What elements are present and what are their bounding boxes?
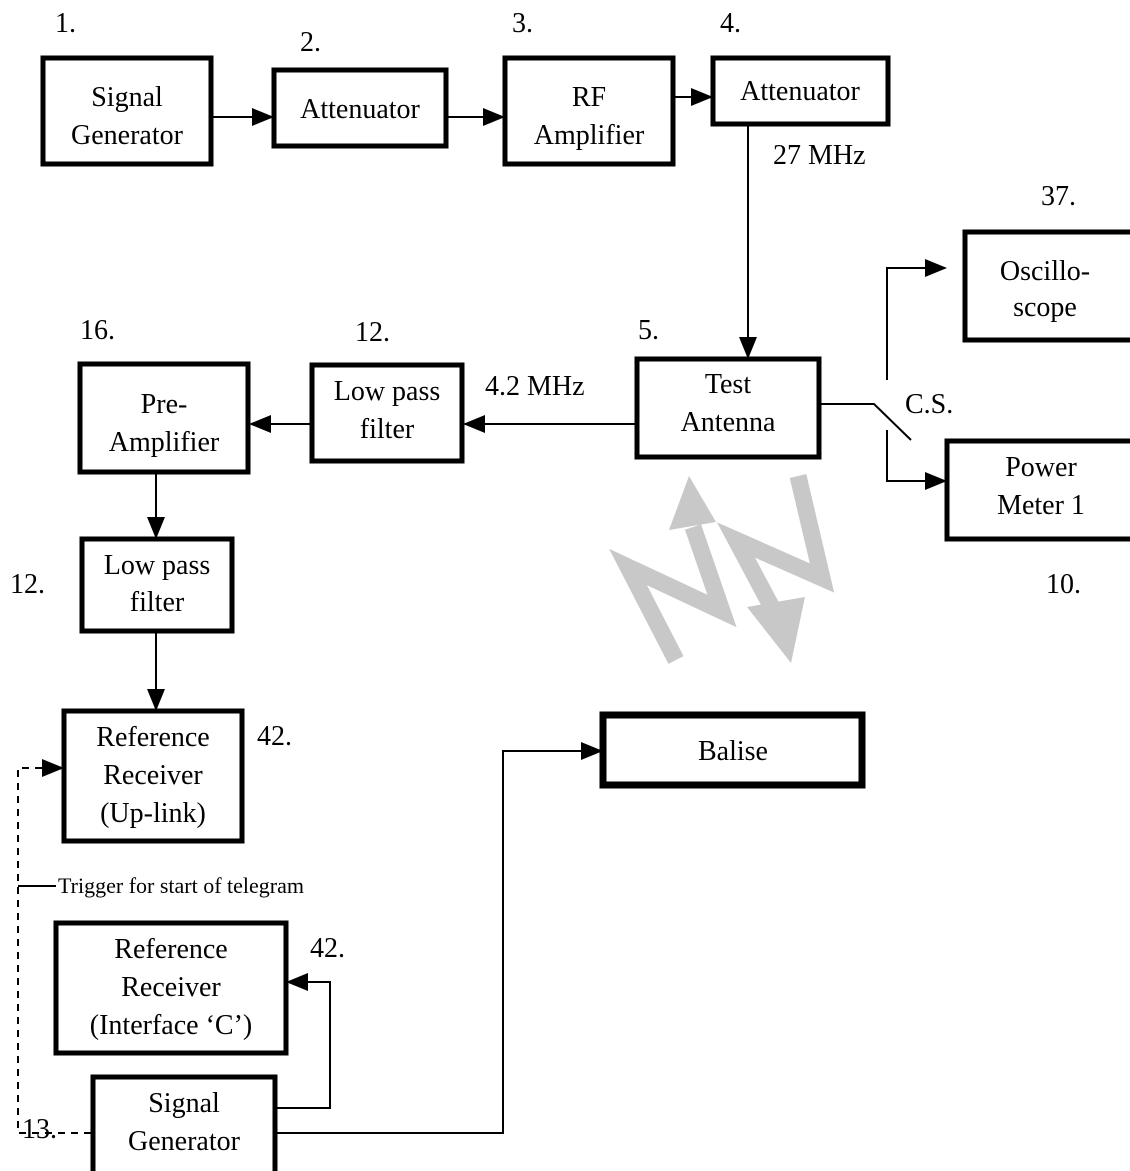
- block-number: 42.: [310, 933, 345, 964]
- block-label-line: Pre-: [141, 389, 188, 420]
- block-label-line: Attenuator: [300, 94, 420, 125]
- block-label-line: Meter 1: [997, 490, 1085, 521]
- block-label-line: Amplifier: [534, 120, 645, 151]
- block-number: 2.: [300, 27, 321, 58]
- block-label-line: Attenuator: [740, 76, 860, 107]
- block-signal-generator-top: Signal Generator 1.: [40, 8, 214, 167]
- block-signal-generator-bottom: Signal Generator 13.: [22, 1074, 278, 1171]
- block-label-line: (Up-link): [100, 798, 206, 829]
- block-label-line: Generator: [128, 1126, 241, 1157]
- block-label-line: Amplifier: [109, 427, 220, 458]
- arrow-siggen-to-balise: [277, 742, 603, 1134]
- arrow-switch-to-power-meter: [886, 430, 947, 490]
- block-label-line: filter: [130, 587, 185, 618]
- block-test-antenna: Test Antenna 5.: [634, 315, 822, 460]
- block-label-line: Balise: [698, 736, 768, 767]
- block-label-line: Oscillo-: [1000, 256, 1090, 287]
- block-number: 4.: [720, 8, 741, 39]
- block-power-meter: Power Meter 1 10.: [944, 438, 1130, 600]
- block-label-line: Reference: [96, 722, 209, 753]
- radio-link-arrows-icon: [609, 474, 835, 664]
- block-label-line: Low pass: [334, 376, 441, 407]
- block-oscilloscope: Oscillo- scope 37.: [962, 181, 1130, 343]
- trigger-note: Trigger for start of telegram: [58, 873, 304, 898]
- block-label-line: Antenna: [681, 407, 776, 438]
- block-pre-amplifier: Pre- Amplifier 16.: [77, 315, 251, 475]
- downlink-zigzag-icon: [716, 474, 835, 619]
- block-label-line: Signal: [148, 1088, 220, 1119]
- freq-label-27mhz: 27 MHz: [773, 140, 866, 171]
- block-label-line: Receiver: [121, 972, 221, 1003]
- block-number: 12.: [355, 317, 390, 348]
- block-attenuator-4: Attenuator 4.: [710, 8, 891, 127]
- block-label-line: Reference: [114, 934, 227, 965]
- trigger-dashed-line: [17, 759, 91, 1134]
- block-number: 5.: [638, 315, 659, 346]
- block-label-line: scope: [1013, 292, 1077, 323]
- block-number: 10.: [1046, 569, 1081, 600]
- coax-switch-label: C.S.: [905, 389, 953, 420]
- block-low-pass-filter-top: Low pass filter 12.: [309, 317, 465, 464]
- freq-label-4-2mhz: 4.2 MHz: [485, 371, 585, 402]
- uplink-zigzag-icon: [609, 524, 737, 664]
- arrow-siggen-to-reference-receiver-c: [277, 973, 331, 1109]
- block-low-pass-filter-left: Low pass filter 12.: [10, 536, 235, 634]
- uplink-arrowhead-icon: [669, 476, 716, 530]
- arrow-switch-to-oscilloscope: [886, 259, 947, 380]
- block-label-line: Receiver: [103, 760, 203, 791]
- block-number: 37.: [1041, 181, 1076, 212]
- block-number: 42.: [257, 721, 292, 752]
- coax-switch-lever: [821, 403, 912, 441]
- block-label-line: Power: [1005, 452, 1077, 483]
- block-attenuator-2: Attenuator 2.: [271, 27, 449, 149]
- block-label-line: Test: [705, 369, 751, 400]
- block-number: 3.: [512, 8, 533, 39]
- block-label-line: Generator: [71, 120, 184, 151]
- block-number: 1.: [55, 8, 76, 39]
- block-label-line: filter: [360, 414, 415, 445]
- block-label-line: RF: [572, 82, 606, 113]
- block-balise: Balise: [599, 711, 866, 789]
- block-reference-receiver-interface-c: Reference Receiver (Interface ‘C’) 42.: [53, 920, 345, 1056]
- block-label-line: (Interface ‘C’): [90, 1010, 252, 1041]
- block-number: 16.: [80, 315, 115, 346]
- block-number: 12.: [10, 569, 45, 600]
- block-label-line: Signal: [91, 82, 163, 113]
- block-reference-receiver-uplink: Reference Receiver (Up-link) 42.: [61, 708, 292, 844]
- downlink-arrowhead-icon: [747, 597, 805, 663]
- block-label-line: Low pass: [104, 550, 211, 581]
- block-number: 13.: [22, 1114, 57, 1145]
- block-rf-amplifier: RF Amplifier 3.: [502, 8, 676, 167]
